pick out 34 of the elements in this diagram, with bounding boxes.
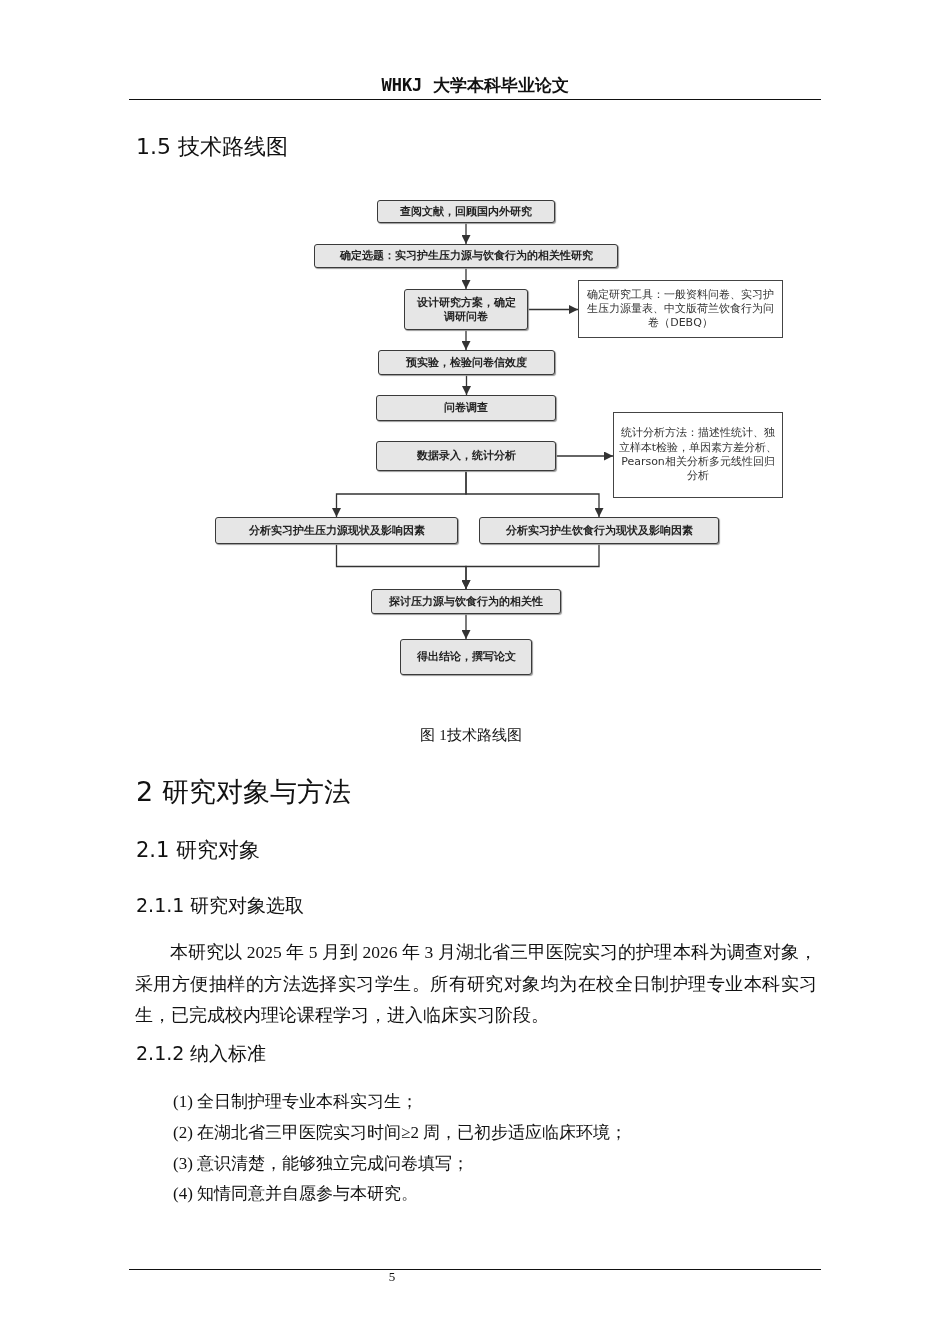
section-heading: 2.1.2 纳入标准 <box>136 1041 267 1066</box>
section-heading: 2.1.1 研究对象选取 <box>136 893 305 918</box>
process-box: 设计研究方案，确定调研问卷 <box>404 289 528 330</box>
arrow <box>461 613 471 640</box>
section-heading: 2.1 研究对象 <box>136 837 261 864</box>
process-box: 分析实习护生饮食行为现状及影响因素 <box>479 517 719 544</box>
body-paragraph: 本研究以 2025 年 5 月到 2026 年 3 月湖北省三甲医院实习的护理本科为调查对象，采用方便抽样的方法选择实习学生。所有研究对象均为在校全日制护理专业本科实习生，已完成校内理论课程学习，进入临床实习阶段。 <box>135 941 817 1027</box>
process-box: 得出结论，撰写论文 <box>400 639 532 675</box>
page-header: WHKJ 大学本科毕业论文 <box>380 74 570 97</box>
arrow <box>527 305 579 314</box>
process-box: 查阅文献，回顾国内外研究 <box>377 200 555 223</box>
arrow <box>465 470 604 518</box>
arrow <box>461 329 471 351</box>
arrow <box>461 267 471 290</box>
process-box: 分析实习护生压力源现状及影响因素 <box>215 517 458 544</box>
page-number: 5 <box>387 1269 397 1285</box>
arrow <box>555 451 614 461</box>
list-item: (3) 意识清楚，能够独立完成问卷填写； <box>173 1153 470 1175</box>
process-box: 预实验，检验问卷信效度 <box>378 350 555 375</box>
list-item: (1) 全日制护理专业本科实习生； <box>173 1091 419 1113</box>
section-heading: 2 研究对象与方法 <box>136 775 351 809</box>
process-box: 问卷调查 <box>376 395 556 421</box>
section-heading: 1.5 技术路线图 <box>136 133 288 161</box>
arrow <box>461 222 471 245</box>
process-box: 确定选题：实习护生压力源与饮食行为的相关性研究 <box>314 244 618 268</box>
note-box: 确定研究工具：一般资料问卷、实习护生压力源量表、中文版荷兰饮食行为问卷（DEBQ） <box>578 280 783 338</box>
list-item: (2) 在湖北省三甲医院实习时间≥2 周，已初步适应临床环境； <box>173 1122 628 1144</box>
arrow <box>462 374 471 396</box>
process-box: 数据录入，统计分析 <box>376 441 556 471</box>
note-box: 统计分析方法：描述性统计、独立样本t检验，单因素方差分析、Pearson相关分析多元线性回归分析 <box>613 412 783 498</box>
figure-caption: 图 1技术路线图 <box>419 726 523 745</box>
process-box: 探讨压力源与饮食行为的相关性 <box>371 589 561 614</box>
list-item: (4) 知情同意并自愿参与本研究。 <box>173 1183 419 1205</box>
arrow <box>461 543 600 590</box>
